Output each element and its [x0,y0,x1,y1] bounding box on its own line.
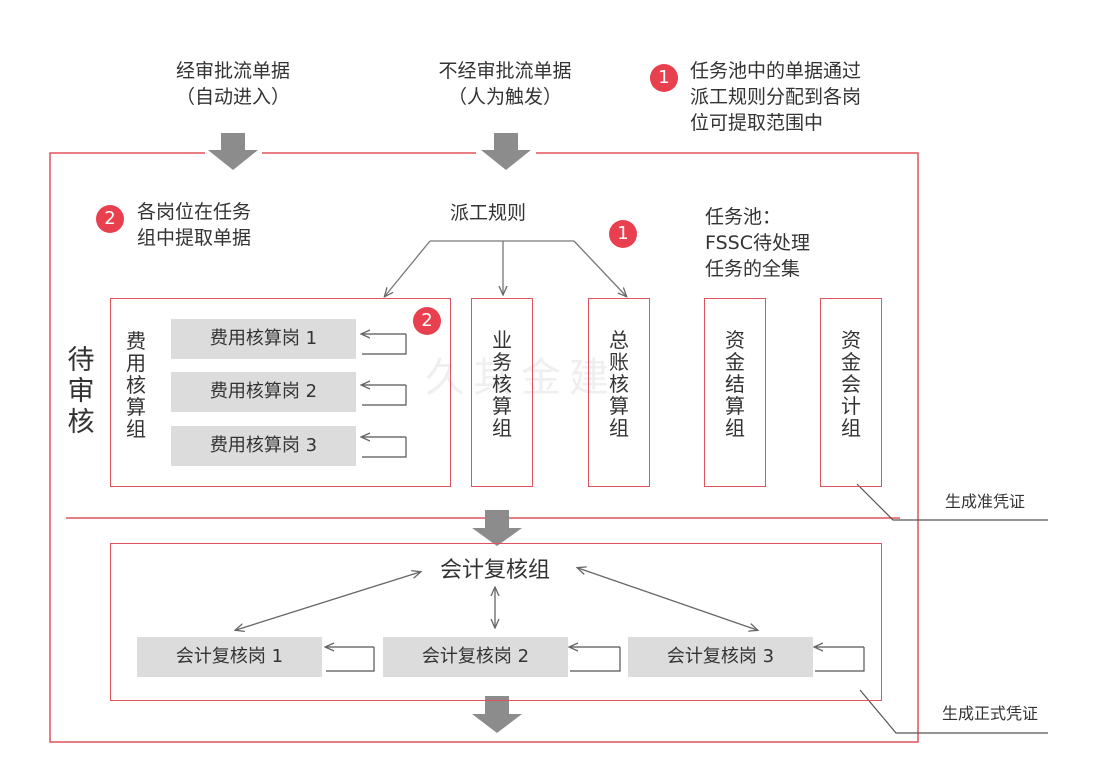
dispatch-rule-label: 派工规则 [450,202,527,224]
expense-group-title: 费用核算组 [126,329,146,441]
badge-1-top: 1 [650,64,678,92]
badge-2-expense: 2 [413,307,441,335]
review-post-3[interactable]: 会计复核岗 3 [628,637,813,677]
approved-docs-label: 经审批流单据 （自动进入） [175,60,290,108]
dispatch-arrow-left [385,240,431,296]
fund-accounting-group-title: 资金会计组 [841,328,861,440]
badge-2-left: 2 [96,205,124,233]
review-group [110,543,882,701]
review-post-2[interactable]: 会计复核岗 2 [383,637,568,677]
expense-post-1[interactable]: 费用核算岗 1 [171,319,356,359]
expense-post-2[interactable]: 费用核算岗 2 [171,372,356,412]
expense-group [110,298,451,487]
watermark: 久其金建 [425,355,617,401]
review-group-title: 会计复核组 [439,558,550,583]
fund-accounting-group[interactable]: 资金会计组 [820,298,882,487]
bottom-arrow [472,696,522,733]
pre-voucher-label: 生成准凭证 [945,492,1026,511]
note-2: 各岗位在任务 组中提取单据 [137,201,252,249]
input-arrow-left [208,133,258,170]
task-pool-label: 任务池： FSSC待处理 任务的全集 [705,206,810,280]
fund-settlement-group-title: 资金结算组 [725,328,745,440]
input-arrow-middle [481,133,531,170]
formal-voucher-label: 生成正式凭证 [942,704,1039,723]
pending-label: 待审核 [67,345,95,438]
review-post-1[interactable]: 会计复核岗 1 [137,637,322,677]
business-group[interactable]: 业务核算组 [471,298,533,487]
ledger-group[interactable]: 总账核算组 [588,298,650,487]
dispatch-arrow-right [573,240,626,296]
note-1: 任务池中的单据通过 派工规则分配到各岗 位可提取范围中 [690,60,862,134]
pre-voucher-leader [856,483,1048,521]
review-link-1 [236,572,420,630]
expense-post-3[interactable]: 费用核算岗 3 [171,426,356,466]
formal-voucher-leader [859,689,1048,734]
fund-settlement-group[interactable]: 资金结算组 [704,298,766,487]
badge-1-dispatch: 1 [609,220,637,248]
non-approved-docs-label: 不经审批流单据 （人为触发） [438,60,572,108]
mid-arrow [472,510,522,546]
ledger-group-title: 总账核算组 [609,328,629,440]
outer-frame [49,152,919,743]
business-group-title: 业务核算组 [492,328,512,440]
review-link-3 [578,568,757,630]
